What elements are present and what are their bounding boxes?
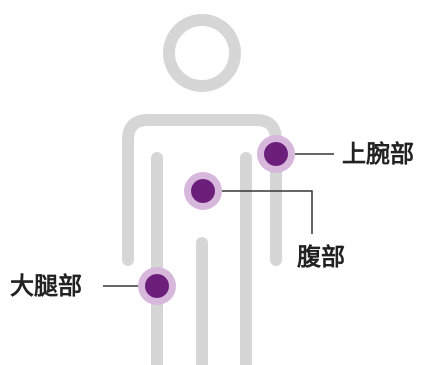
upper-arm-label: 上腕部 bbox=[342, 140, 414, 168]
leader-lines bbox=[103, 153, 334, 287]
abdomen-marker bbox=[184, 172, 222, 210]
abdomen-label: 腹部 bbox=[297, 243, 345, 271]
thigh-marker bbox=[138, 267, 176, 305]
thigh-label: 大腿部 bbox=[10, 272, 82, 300]
head-outline bbox=[163, 14, 241, 92]
abdomen-leader-line bbox=[219, 190, 313, 234]
human-figure-icon bbox=[122, 14, 282, 365]
torso-outline bbox=[122, 114, 282, 266]
upper-arm-marker bbox=[257, 135, 295, 173]
